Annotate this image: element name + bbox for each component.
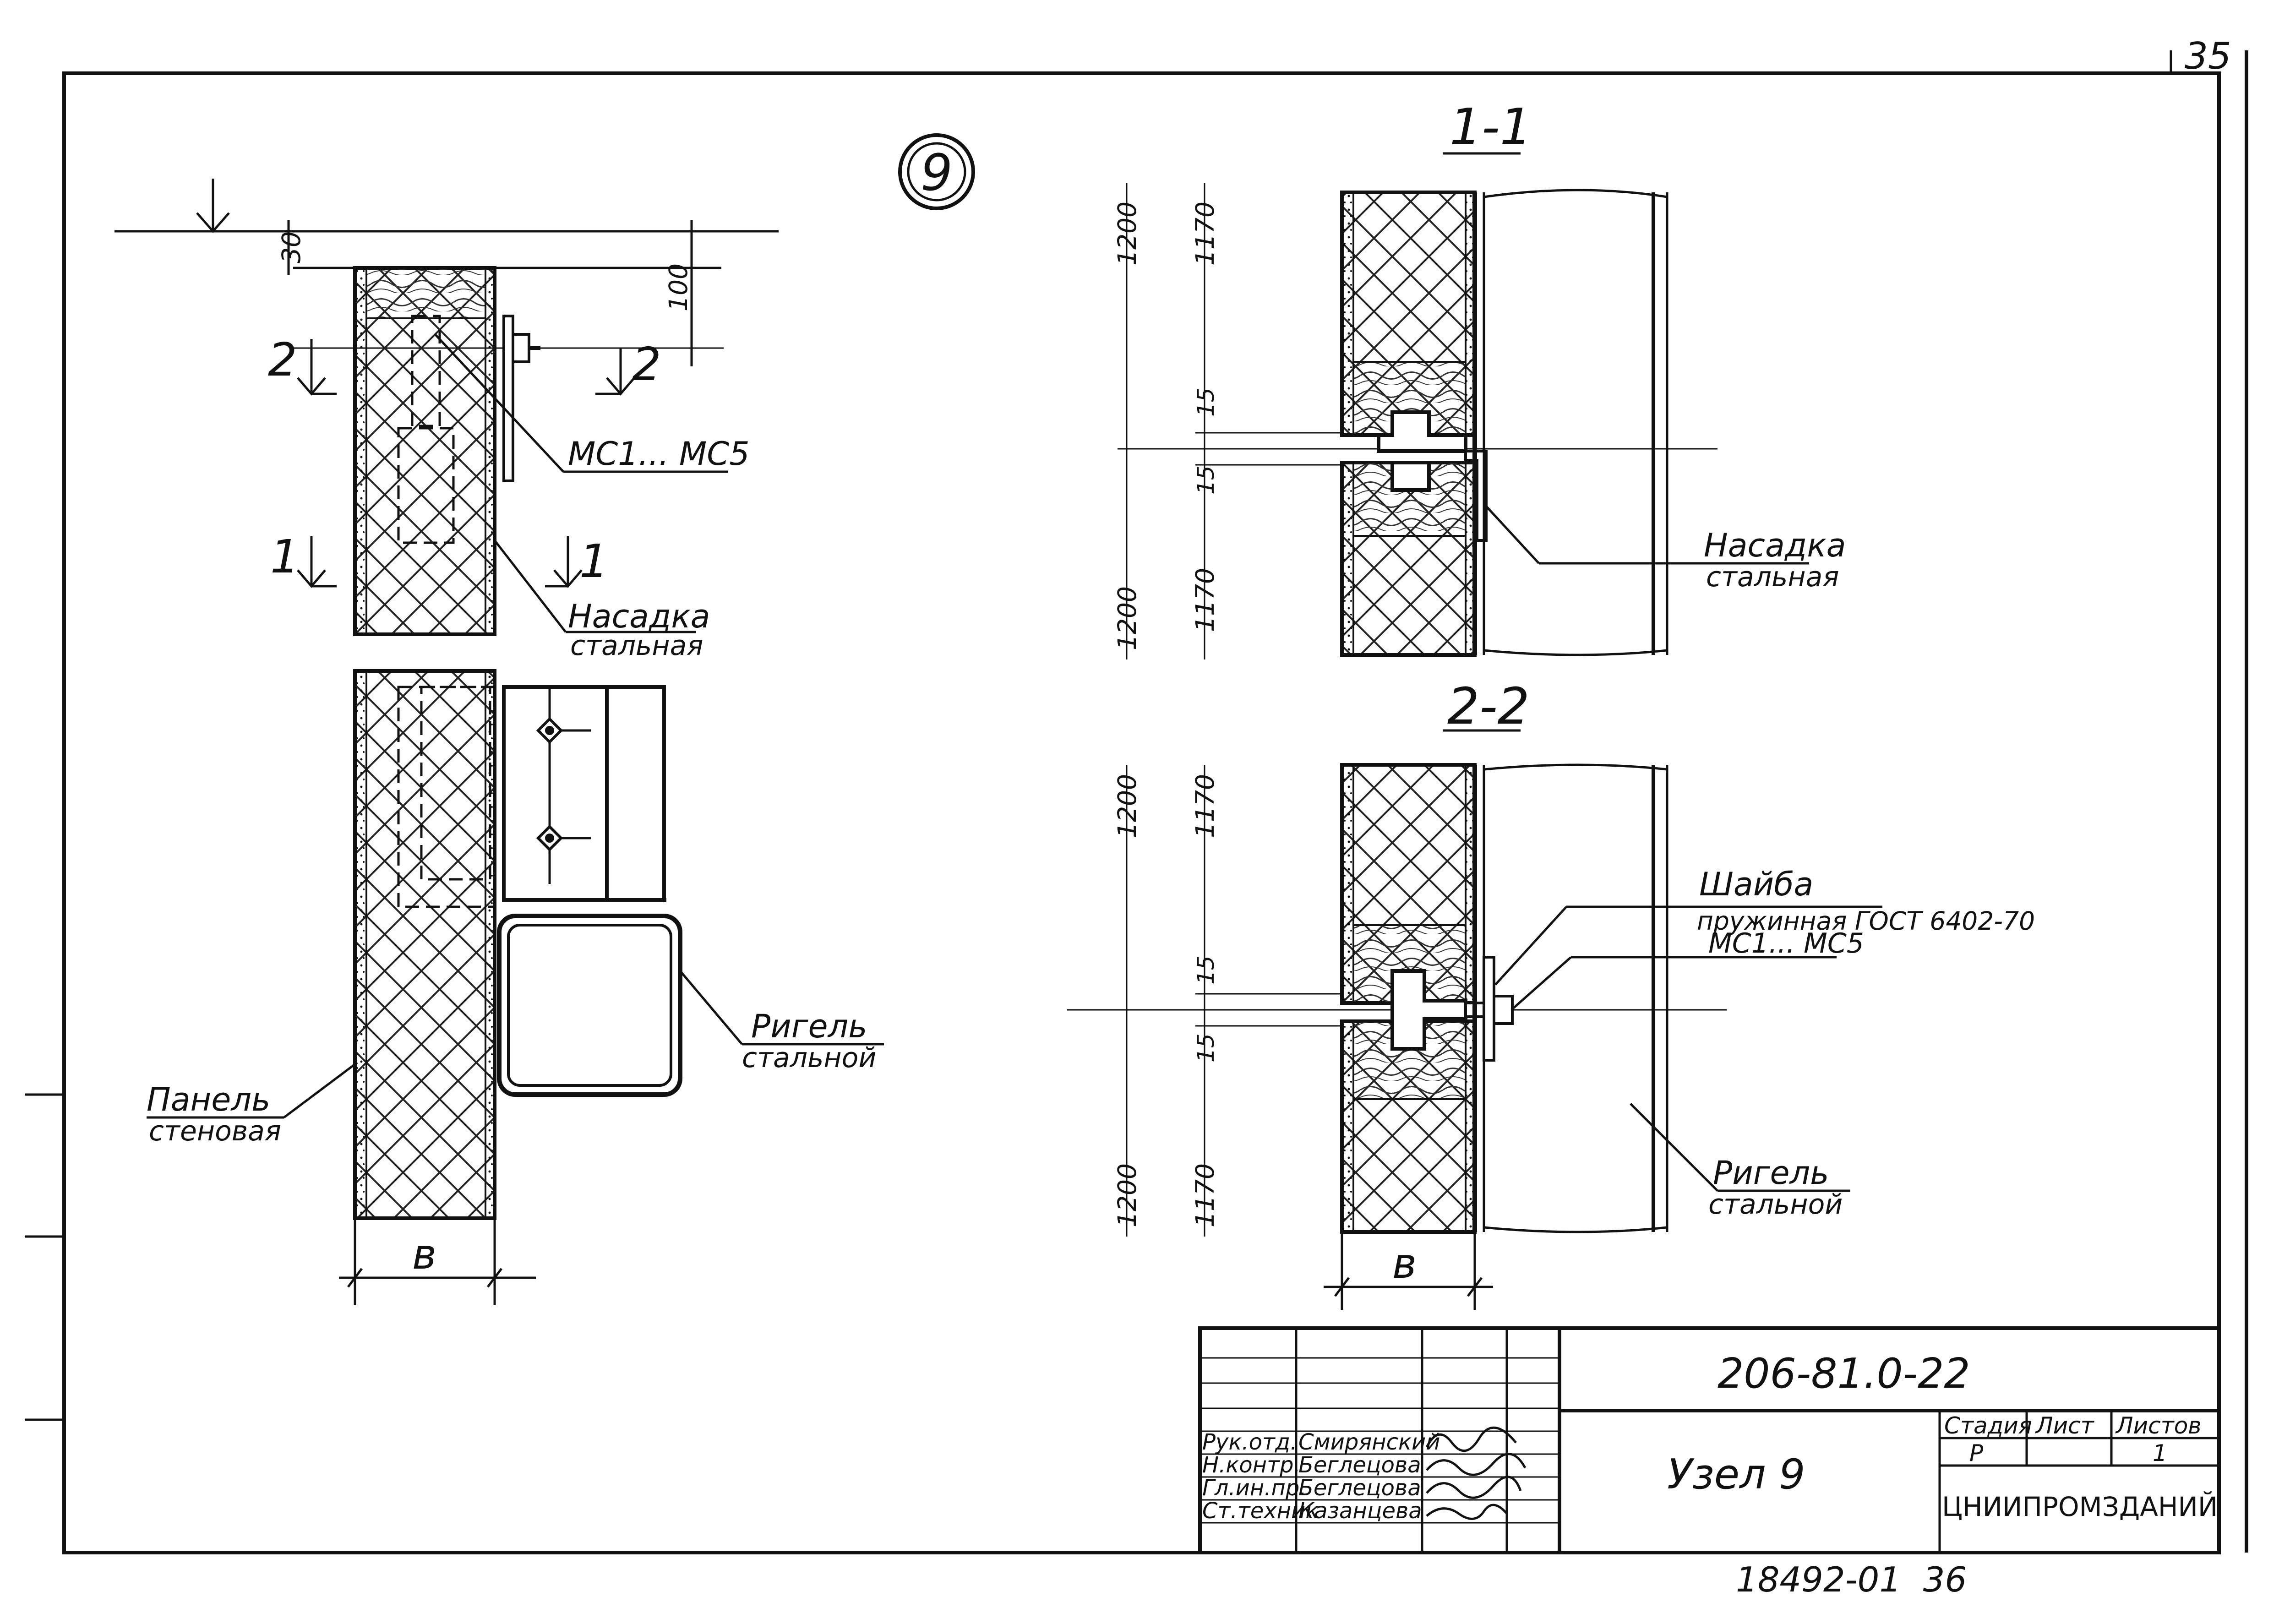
- s2-label-beam-line1: Ригель: [1713, 1154, 1829, 1192]
- steel-beam-outer: [497, 914, 682, 1097]
- section-1-1: 1-1 1200 1170 15 15 1200 1170: [1112, 98, 1846, 659]
- name-3: Беглецова: [1298, 1475, 1421, 1501]
- upper-panel-facing-left: [354, 267, 367, 635]
- s2-dim-gap-top: 15: [1193, 955, 1219, 985]
- cap-angle-front: [502, 685, 666, 902]
- name-4: Казанцева: [1298, 1498, 1422, 1524]
- name-1: Смирянский: [1298, 1429, 1440, 1455]
- s2-dim-inner-top: 1170: [1190, 774, 1220, 838]
- upper-panel-facing-right: [485, 267, 496, 635]
- s1-dim-outer-bottom: 1200: [1112, 586, 1142, 650]
- s2-label-washer-line2: пружинная ГОСТ 6402-70: [1697, 906, 2035, 936]
- label-mc: МС1... МС5: [568, 435, 750, 473]
- s1-dim-inner-top: 1170: [1190, 202, 1220, 266]
- node-marker-label: 9: [921, 143, 953, 202]
- section-2-right-mark: 2: [632, 338, 661, 391]
- upper-panel-timber: [365, 267, 486, 319]
- s2-dim-inner-bottom: 1170: [1190, 1163, 1220, 1227]
- label-cap-line1: Насадка: [568, 598, 710, 635]
- stage-value: Р: [1969, 1440, 1984, 1466]
- bolt-lower: [536, 824, 563, 852]
- s1-dim-inner-bottom: 1170: [1190, 568, 1220, 632]
- label-beam-line2: стальной: [742, 1042, 876, 1074]
- s1-label-cap-line1: Насадка: [1704, 527, 1846, 564]
- s2-label-washer-line1: Шайба: [1699, 866, 1813, 903]
- s2-dim-bottom-label: в: [1392, 1240, 1417, 1288]
- section-2-left-mark: 2: [268, 333, 297, 387]
- dim-right-label: 100: [664, 263, 693, 311]
- label-panel-line1: Панель: [147, 1081, 270, 1118]
- dim-bottom-label: в: [412, 1231, 436, 1279]
- s2-label-beam-line2: стальной: [1708, 1188, 1843, 1221]
- bolt-upper: [536, 717, 563, 744]
- section-1-title: 1-1: [1450, 98, 1532, 156]
- stage-label: Стадия: [1944, 1412, 2032, 1439]
- doc-code: 206-81.0-22: [1718, 1350, 1970, 1398]
- label-cap-line2: стальная: [570, 630, 703, 662]
- upper-panel-body: [353, 266, 496, 636]
- lower-panel-body: [353, 669, 496, 1220]
- label-beam-line1: Ригель: [751, 1008, 867, 1045]
- sheet-title: Узел 9: [1667, 1450, 1805, 1499]
- s1-dim-gap-top: 15: [1193, 387, 1219, 417]
- sheet-frame: 35: [25, 35, 2248, 1554]
- dim-top-label: 30: [277, 231, 306, 263]
- role-3: Гл.ин.пр.: [1202, 1475, 1307, 1501]
- label-panel-line2: стеновая: [149, 1115, 281, 1147]
- lower-panel-facing-right: [485, 670, 496, 1219]
- s2-spring-washer: [1483, 956, 1495, 1062]
- sheet-label: Лист: [2035, 1412, 2095, 1439]
- left-detail: 30 100 2 2 МС1... МС5 1 1: [114, 179, 884, 1305]
- node-marker: 9: [898, 133, 975, 210]
- title-block: 206-81.0-22 Рук.отд. Н.контр. Гл.ин.пр. …: [1198, 1326, 2221, 1554]
- role-4: Ст.техник: [1202, 1498, 1319, 1524]
- signatures: [1425, 1426, 1527, 1520]
- name-2: Беглецова: [1298, 1452, 1421, 1478]
- s2-t-connector: [1390, 969, 1467, 1051]
- s2-label-washer-line3: МС1... МС5: [1708, 927, 1864, 959]
- s1-label-cap-line2: стальная: [1706, 561, 1839, 593]
- s2-dim-outer-top: 1200: [1112, 774, 1142, 838]
- s1-dim-gap-bottom: 15: [1193, 465, 1219, 495]
- sheet-corner-number: 35: [2185, 35, 2231, 77]
- role-2: Н.контр.: [1202, 1452, 1301, 1478]
- organization: ЦНИИПРОМЗДАНИЙ: [1942, 1491, 2218, 1522]
- section-2-title: 2-2: [1447, 677, 1530, 736]
- s2-dim-gap-bottom: 15: [1193, 1033, 1219, 1063]
- steel-beam-inner: [507, 924, 672, 1087]
- s1-dim-outer-top: 1200: [1112, 202, 1142, 266]
- section-2-2: 2-2 1200 1170 15 15 1200 1170: [1067, 677, 2035, 1310]
- section-1-right-mark: 1: [579, 534, 609, 588]
- role-1: Рук.отд.: [1202, 1429, 1297, 1455]
- bottom-stamp: 18492-01 36: [1736, 1559, 1967, 1600]
- s2-nut: [1493, 995, 1514, 1025]
- s2-dim-outer-bottom: 1200: [1112, 1163, 1142, 1227]
- steel-cap-plate: [502, 315, 514, 482]
- section-1-left-mark: 1: [270, 530, 300, 583]
- sheets-label: Листов: [2115, 1412, 2202, 1439]
- lower-panel-facing-left: [354, 670, 367, 1219]
- sheets-value: 1: [2153, 1440, 2167, 1466]
- bolt-nut: [512, 333, 530, 363]
